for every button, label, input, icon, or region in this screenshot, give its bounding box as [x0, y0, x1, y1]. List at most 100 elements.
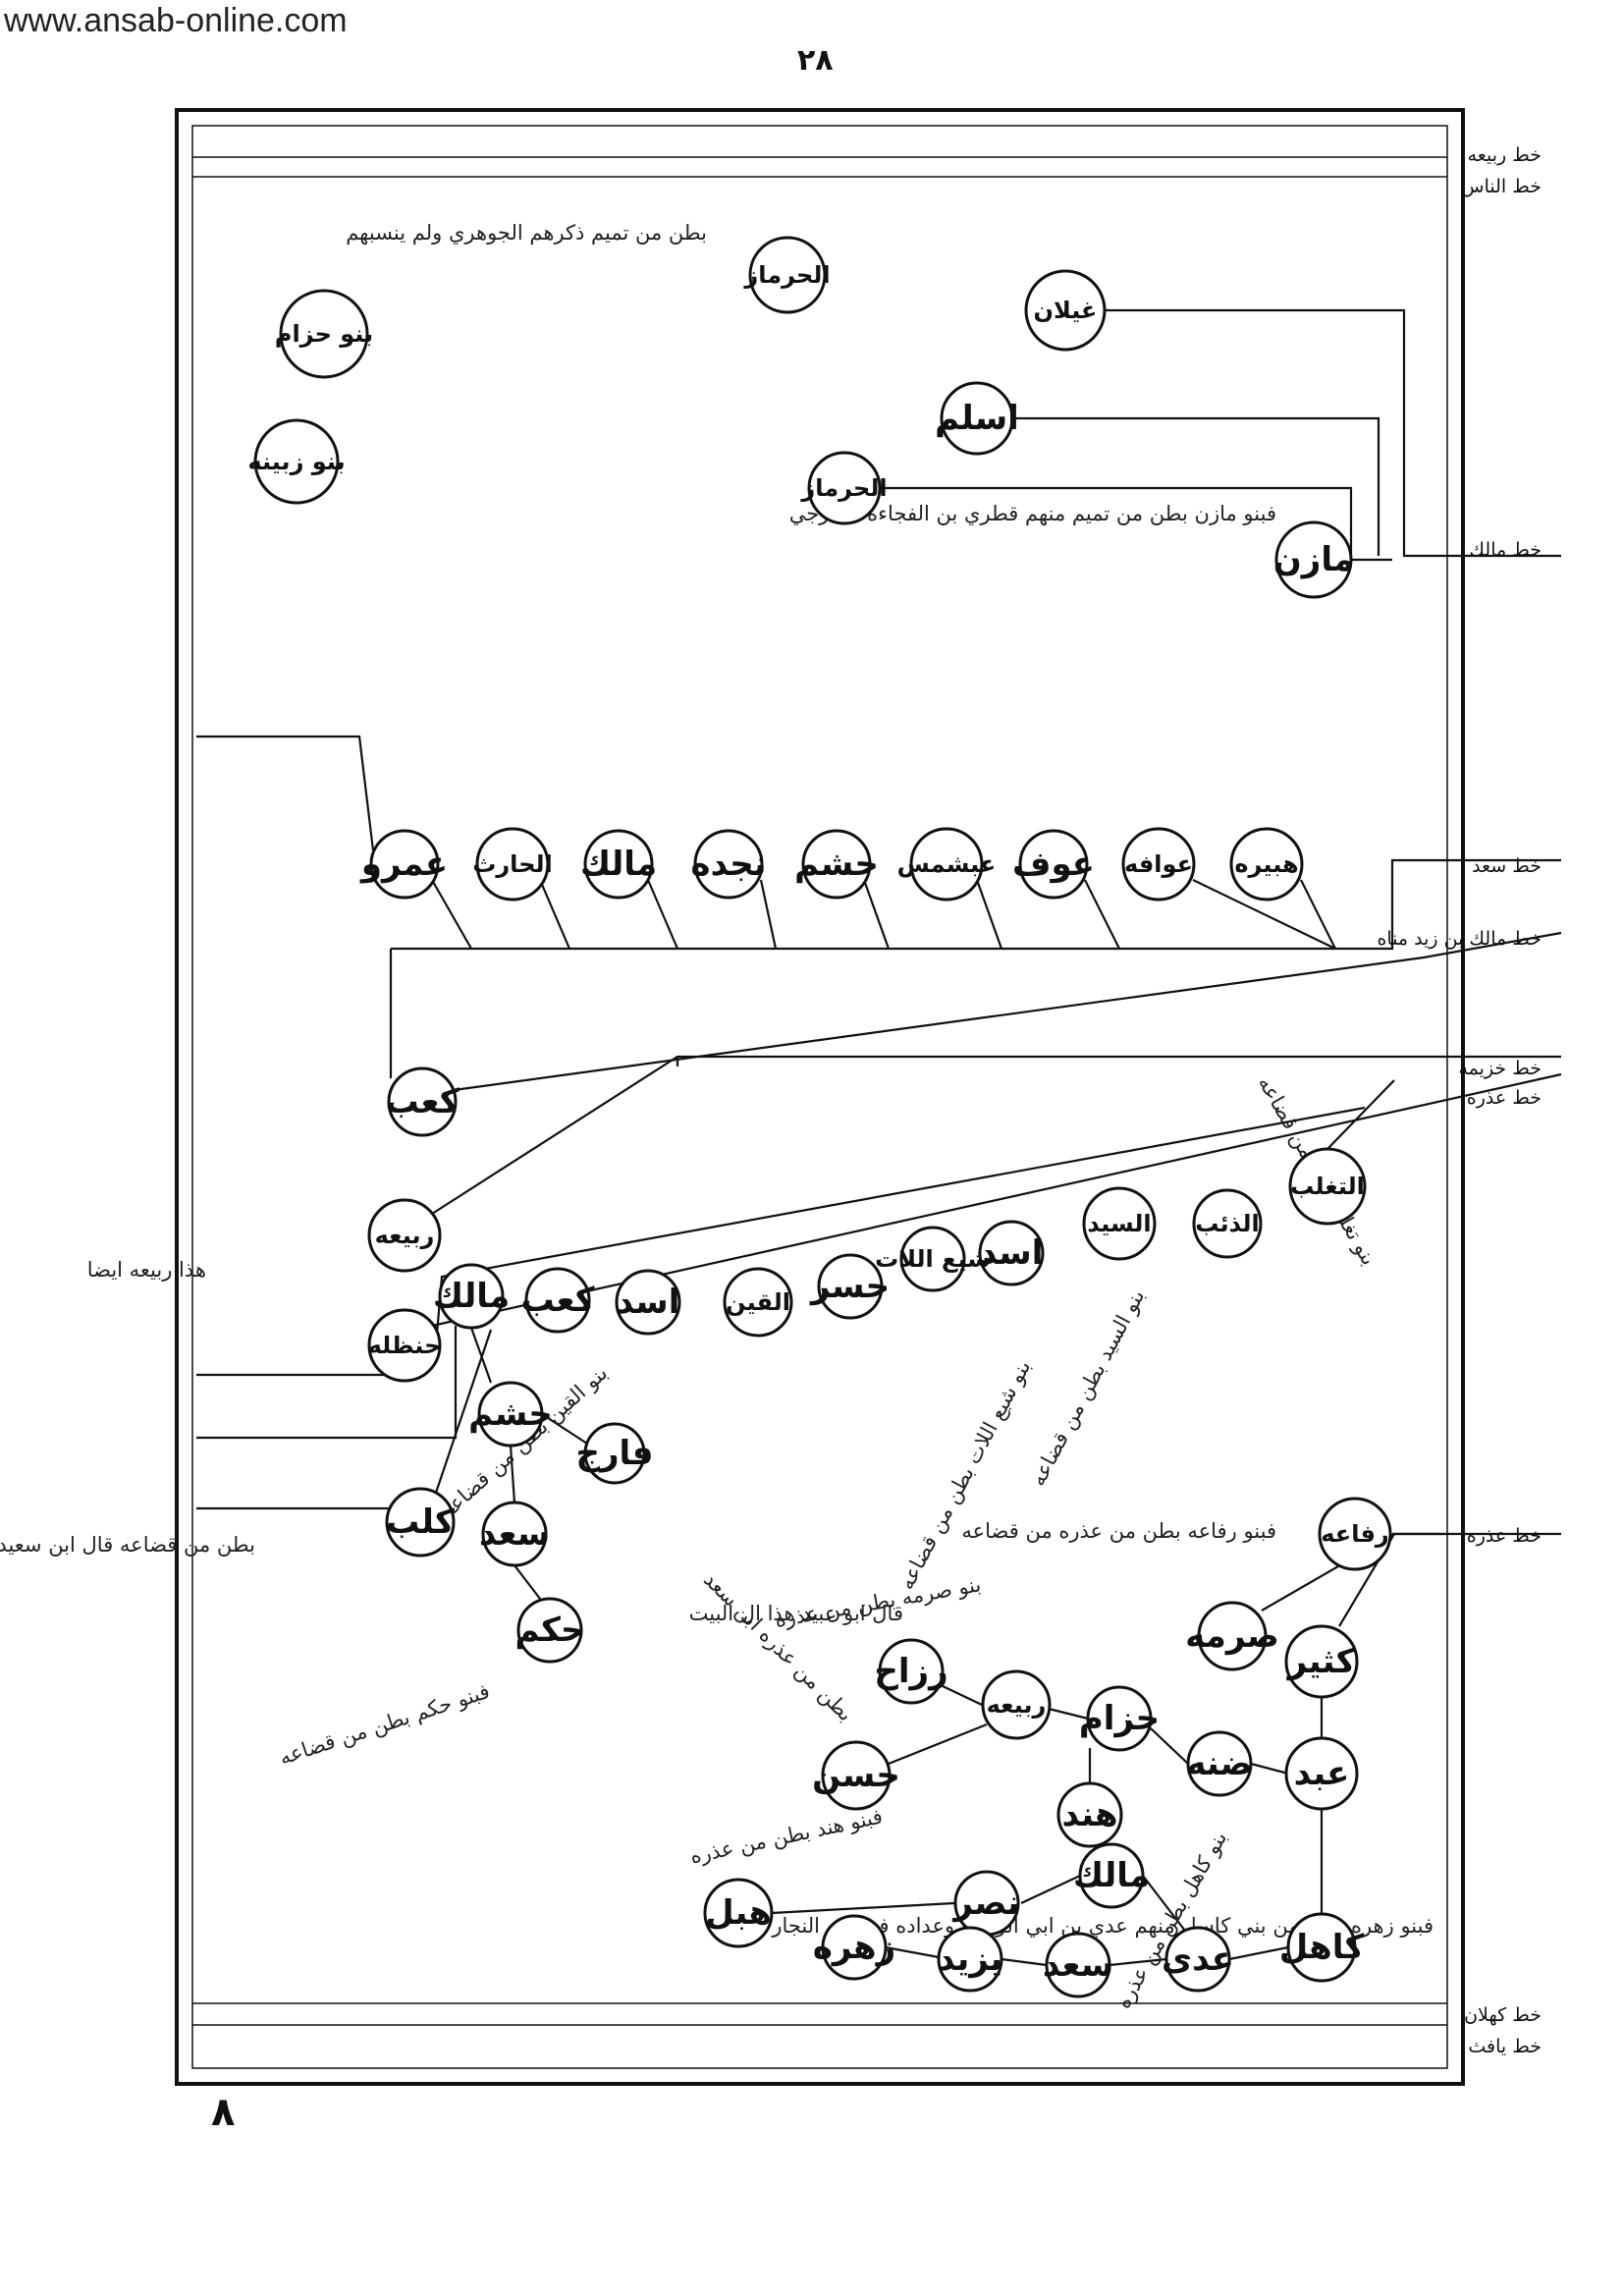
- node-label: سعد: [1043, 1945, 1113, 1985]
- node-label: الحارث: [472, 850, 552, 878]
- tree-link: [975, 879, 1003, 950]
- tree-link: [1048, 1707, 1089, 1721]
- node-label: جشم: [794, 845, 879, 884]
- node-abd: عبد: [1284, 1736, 1359, 1811]
- tree-link: [469, 1327, 493, 1384]
- node-sirma: صرمه: [1185, 1601, 1279, 1671]
- node-circle: [981, 1669, 1052, 1740]
- node-circle: [1164, 1926, 1231, 1993]
- tree-link: [1109, 1957, 1167, 1967]
- node-label: هبل: [705, 1893, 772, 1933]
- node-label: رزاح: [874, 1652, 947, 1691]
- line-label-khuzayma: خط خزيمه: [1458, 1058, 1542, 1079]
- node-label: كلب: [386, 1503, 455, 1542]
- tree-link: [1250, 1762, 1289, 1776]
- note-saad-udra-note: بطن من عذره ابن سعد: [699, 1567, 857, 1725]
- node-label: عوافه: [1124, 850, 1193, 878]
- tree-link: [391, 858, 1561, 951]
- node-hubayra: هبيره: [1229, 827, 1304, 902]
- note-shaya-note: بنو شيع اللات بطن من قضاعه: [894, 1356, 1036, 1594]
- node-circle: [807, 451, 882, 525]
- node-label: كاهل: [1279, 1928, 1365, 1967]
- node-label: بنو حزام: [275, 320, 373, 348]
- note-sayyid-note: بنو السيد بطن من قضاعه: [1026, 1285, 1150, 1490]
- node-label: عدى: [1162, 1940, 1234, 1979]
- node-amr: عمرو: [359, 829, 448, 900]
- node-circle: [1078, 1842, 1145, 1909]
- node-circle: [583, 829, 654, 900]
- node-banu-zubayna: بنو زبينه: [247, 418, 346, 505]
- node-circle: [1192, 1188, 1263, 1259]
- tree-link: [514, 1564, 541, 1600]
- tree-link: [1001, 1957, 1048, 1967]
- node-circle: [438, 1263, 505, 1330]
- note-hind-note: فبنو هند بطن من عذره: [688, 1804, 885, 1868]
- node-kaab-2: كعب: [521, 1267, 595, 1334]
- node-circle: [385, 1487, 456, 1558]
- node-label: هبيره: [1234, 850, 1298, 878]
- node-label: كثير: [1286, 1642, 1356, 1681]
- node-aslam: اسلم: [935, 381, 1019, 456]
- tree-link: [1326, 1079, 1395, 1150]
- line-label-malik-zayd: خط مالك بن زيد مناه: [1377, 928, 1542, 950]
- node-circle: [801, 829, 872, 900]
- node-jasr: جسر: [809, 1253, 890, 1320]
- node-label: جشم: [468, 1394, 553, 1434]
- node-nasr: نصر: [951, 1870, 1020, 1937]
- tree-link: [1020, 1875, 1081, 1904]
- node-label: يزيد: [938, 1940, 1002, 1979]
- node-label: اسد: [617, 1283, 680, 1322]
- node-circle: [1121, 827, 1196, 902]
- tree-link: [431, 879, 472, 950]
- line-label-malik: خط مالك: [1469, 539, 1542, 561]
- node-circle: [748, 236, 827, 314]
- line-label-rabia: خط ربيعه: [1468, 144, 1542, 166]
- note-zirah-note: قال ابو عبيد هذا ال البيت: [689, 1602, 903, 1625]
- tree-link: [541, 1413, 588, 1445]
- node-saad-2: سعد: [1043, 1932, 1113, 1998]
- node-kahil: كاهل: [1279, 1912, 1365, 1983]
- node-circle: [475, 827, 550, 902]
- node-circle: [1056, 1781, 1123, 1848]
- node-label: حكم: [515, 1611, 585, 1650]
- node-label: عوف: [1012, 845, 1095, 884]
- tree-link: [1228, 1945, 1289, 1961]
- node-label: غيلان: [1034, 297, 1098, 324]
- node-circle: [703, 1878, 774, 1948]
- node-hanzala: حنظله: [367, 1308, 442, 1383]
- inner-frame: [191, 125, 1448, 2069]
- node-label: اسلم: [935, 399, 1019, 438]
- node-label: حنظله: [368, 1332, 442, 1359]
- node-zuhra: زهره: [813, 1914, 895, 1981]
- node-adi: عدى: [1162, 1926, 1234, 1993]
- node-rifaa: رفاعه: [1318, 1497, 1392, 1571]
- node-label: مالك: [433, 1277, 510, 1316]
- tree-link: [1192, 879, 1336, 950]
- tree-link: [1011, 416, 1380, 556]
- node-circle: [1186, 1730, 1253, 1797]
- node-label: فارج: [575, 1434, 653, 1473]
- tree-link: [431, 1072, 1562, 1328]
- node-circle: [693, 829, 764, 900]
- node-circle: [387, 1066, 458, 1137]
- node-circle: [878, 1638, 945, 1705]
- node-circle: [940, 381, 1014, 456]
- node-circle: [615, 1269, 681, 1336]
- node-label: نجده: [691, 845, 767, 884]
- tree-link: [538, 879, 571, 950]
- node-yazid: يزيد: [937, 1926, 1003, 1993]
- node-circle: [1045, 1932, 1111, 1998]
- site-url[interactable]: www.ansab-online.com: [4, 2, 348, 39]
- node-circle: [583, 1422, 646, 1485]
- node-kaab-1: كعب: [386, 1066, 460, 1137]
- node-kalb: كلب: [385, 1487, 456, 1558]
- node-label: السيد: [1087, 1210, 1151, 1237]
- node-hubal: هبل: [703, 1878, 774, 1948]
- node-hurmaz: الحرماز: [800, 451, 888, 525]
- note-hurmaz-note: بطن من تميم ذكرهم الجوهري ولم ينسبهم: [346, 221, 707, 246]
- line-label-udra-line: خط عذره: [1467, 1087, 1542, 1109]
- node-asad-2: اسد: [615, 1269, 681, 1336]
- node-asad-1: اسد: [978, 1220, 1045, 1286]
